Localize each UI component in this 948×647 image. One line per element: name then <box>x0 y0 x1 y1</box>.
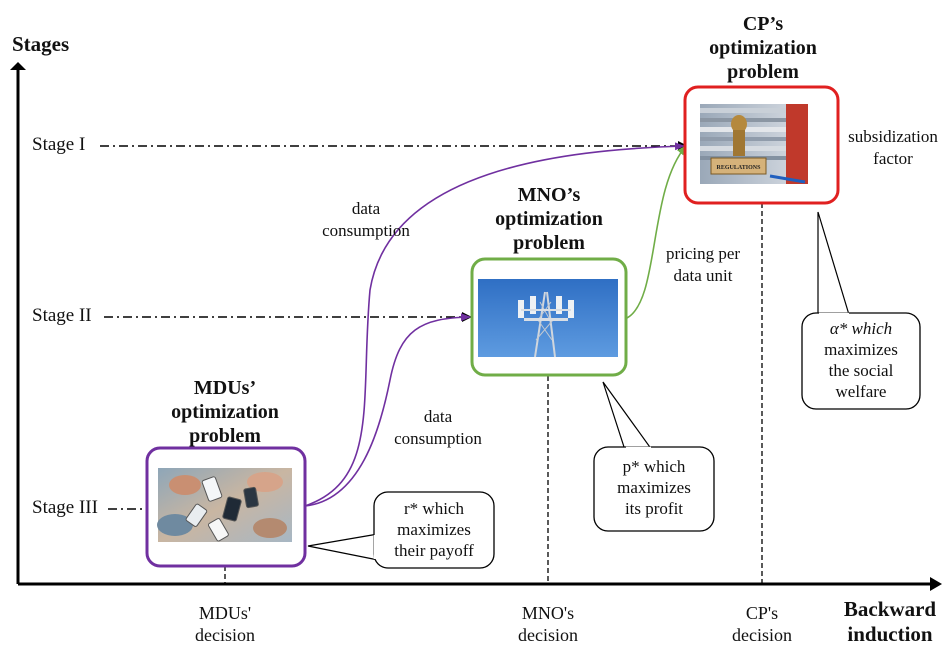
decision-line: decision <box>195 625 255 645</box>
mdu-title-line: optimization <box>171 401 279 423</box>
mno-title: MNO’s optimization problem <box>474 183 624 255</box>
cp-callout-pointer <box>817 211 851 319</box>
mno-callout-text: p* which maximizes its profit <box>594 456 714 519</box>
mno-decision-label: MNO's decision <box>493 602 603 646</box>
callout-line: maximizes <box>397 520 471 539</box>
cp-title-line: optimization <box>709 37 817 59</box>
data-consumption-label-upper: data consumption <box>306 198 426 242</box>
decision-line: decision <box>518 625 578 645</box>
label-line: data <box>351 199 381 218</box>
mdu-callout-pointer <box>307 533 379 561</box>
stage3-label: Stage III <box>32 497 98 518</box>
regulations-stamp-photo: REGULATIONS <box>700 104 808 184</box>
mno-callout-pointer <box>602 381 654 451</box>
label-line: consumption <box>394 429 482 448</box>
callout-line: welfare <box>835 382 887 401</box>
decision-line: MDUs' <box>198 603 252 623</box>
label-line: subsidization <box>848 127 938 146</box>
decision-line: CP's <box>745 603 779 623</box>
callout-line: maximizes <box>617 478 691 497</box>
mno-callout <box>593 446 715 532</box>
x-axis-label-line1: Backward <box>843 597 937 621</box>
subsidization-factor-label: subsidization factor <box>838 126 948 170</box>
cp-callout-text: α* which maximizes the social welfare <box>802 318 920 402</box>
mdu-decision-label: MDUs' decision <box>170 602 280 646</box>
label-line: data <box>423 407 453 426</box>
cp-title: CP’s optimization problem <box>688 12 838 84</box>
label-line: data unit <box>673 266 733 285</box>
callout-line: its profit <box>624 499 684 518</box>
stage2-label: Stage II <box>32 305 92 326</box>
cp-title-line: problem <box>727 61 799 83</box>
mdu-title: MDUs’ optimization problem <box>150 376 300 448</box>
mno-title-line: MNO’s <box>517 184 581 206</box>
mdu-title-line: MDUs’ <box>193 377 257 399</box>
callout-line: α* which <box>829 319 893 338</box>
mno-title-line: optimization <box>495 208 603 230</box>
x-axis-label: Backward induction <box>834 597 946 647</box>
data-consumption-arrow-to-cp <box>304 142 685 507</box>
label-line: pricing per <box>665 244 741 263</box>
callout-line: p* which <box>622 457 686 476</box>
mdu-title-line: problem <box>189 425 261 447</box>
decision-line: decision <box>732 625 792 645</box>
pricing-label: pricing per data unit <box>646 243 760 287</box>
cp-callout <box>801 312 921 410</box>
decision-line: MNO's <box>521 603 575 623</box>
svg-text:REGULATIONS: REGULATIONS <box>717 165 762 171</box>
mdu-callout <box>373 491 495 569</box>
mdu-callout-text: r* which maximizes their payoff <box>374 498 494 561</box>
y-axis-label: Stages <box>12 32 70 56</box>
stage1-label: Stage I <box>32 134 86 155</box>
label-line: consumption <box>322 221 410 240</box>
callout-line: the social <box>828 361 894 380</box>
data-consumption-label-lower: data consumption <box>378 406 498 450</box>
mno-title-line: problem <box>513 232 585 254</box>
cell-tower-photo <box>478 279 618 358</box>
callout-line: maximizes <box>824 340 898 359</box>
pricing-arrow <box>626 145 687 319</box>
data-consumption-arrow-to-mno <box>304 313 471 507</box>
label-line: factor <box>873 149 913 168</box>
cp-decision-label: CP's decision <box>707 602 817 646</box>
callout-line: their payoff <box>394 541 474 560</box>
smartphone-users-photo <box>157 468 292 542</box>
x-axis-label-line2: induction <box>847 622 933 646</box>
cp-title-line: CP’s <box>742 13 784 35</box>
callout-line: r* which <box>404 499 464 518</box>
